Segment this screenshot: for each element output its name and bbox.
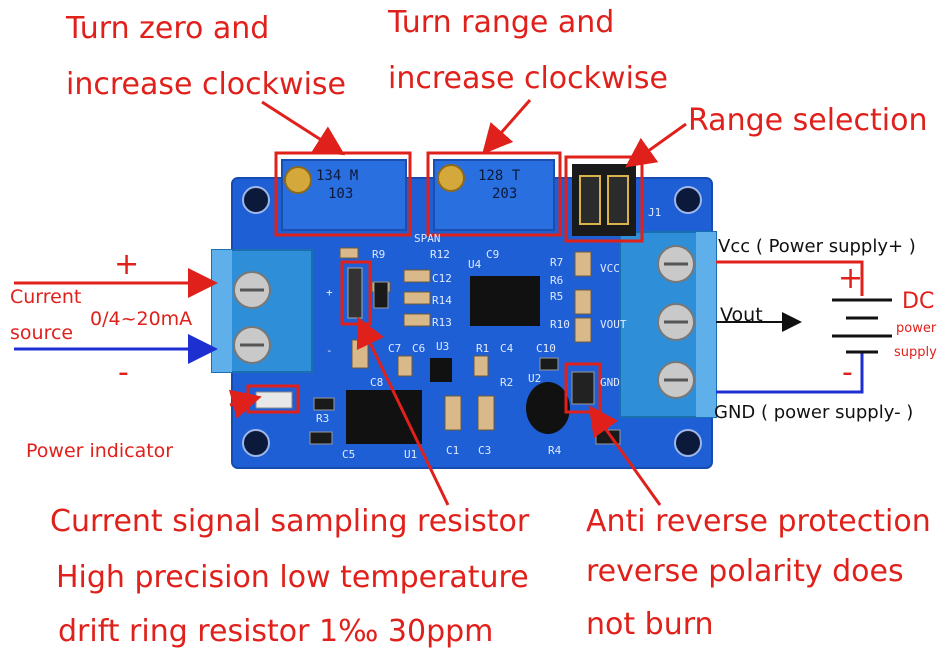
input-terminal-block xyxy=(211,249,313,373)
annotation-arrows xyxy=(228,99,687,506)
silk-r9: R9 xyxy=(372,248,386,261)
span-pot-code-1: 128 T xyxy=(478,168,521,184)
sampling-resistor-label-line1: Current signal sampling resistor xyxy=(50,504,530,539)
power-indicator-label: Power indicator xyxy=(26,440,174,462)
zero-pot-label-line1: Turn zero and xyxy=(66,11,270,46)
silk-c1: C1 xyxy=(446,444,460,457)
battery-symbol xyxy=(832,298,892,354)
vout-label: Vout xyxy=(720,304,763,326)
anti-reverse-label-line2: reverse polarity does xyxy=(586,554,904,589)
silk-r5: R5 xyxy=(550,290,564,303)
output-wires xyxy=(716,260,864,394)
silk-r6: R6 xyxy=(550,274,564,287)
span-pot-code-2: 203 xyxy=(492,186,518,202)
silk-c8: C8 xyxy=(370,376,384,389)
silk-j1: J1 xyxy=(648,206,662,219)
silk-c4: C4 xyxy=(500,342,514,355)
current-range-label: 0/4~20mA xyxy=(90,308,193,330)
anti-reverse-label-line3: not burn xyxy=(586,607,714,642)
silk-gnd: GND xyxy=(600,376,620,389)
span-potentiometer xyxy=(433,159,555,231)
silk-c3: C3 xyxy=(478,444,492,457)
silk-c5: C5 xyxy=(342,448,356,461)
silk-span: SPAN xyxy=(414,232,441,245)
ic-chips xyxy=(346,276,570,444)
highlight-inner-parts xyxy=(255,267,595,409)
silk-c10: C10 xyxy=(536,342,556,355)
span-pot-label-line1: Turn range and xyxy=(388,5,615,40)
input-plus-sign: + xyxy=(114,247,140,282)
sampling-resistor-label-line2: High precision low temperature xyxy=(56,560,529,595)
current-source-label-line1: Current xyxy=(10,286,82,308)
silk-r10: R10 xyxy=(550,318,570,331)
silk-r7: R7 xyxy=(550,256,564,269)
zero-pot-code-1: 134 M xyxy=(316,168,359,184)
silk-u2: U2 xyxy=(528,372,542,385)
silk-c9: C9 xyxy=(486,248,500,261)
silk-r14: R14 xyxy=(432,294,452,307)
silk-r2: R2 xyxy=(500,376,514,389)
vcc-label: Vcc ( Power supply+ ) xyxy=(718,236,916,257)
silk-vcc: VCC xyxy=(600,262,620,275)
span-pot-label-line2: increase clockwise xyxy=(388,61,668,96)
anti-reverse-label-line1: Anti reverse protection xyxy=(586,504,931,539)
range-jumpers xyxy=(572,164,636,236)
silk-u3: U3 xyxy=(436,340,450,353)
silk-minus: - xyxy=(326,344,333,357)
silk-vout: VOUT xyxy=(600,318,627,331)
dc-supply-label: supply xyxy=(894,345,937,360)
sampling-resistor-label-line3: drift ring resistor 1‰ 30ppm xyxy=(58,614,494,649)
silk-r4: R4 xyxy=(548,444,562,457)
silk-r13: R13 xyxy=(432,316,452,329)
smd-components xyxy=(339,247,592,431)
output-terminal-block xyxy=(619,231,717,418)
silk-r1: R1 xyxy=(476,342,490,355)
current-source-label-line2: source xyxy=(10,322,74,344)
silk-u1: U1 xyxy=(404,448,418,461)
gnd-label: GND ( power supply- ) xyxy=(714,402,914,423)
zero-potentiometer xyxy=(281,159,407,231)
silk-r12: R12 xyxy=(430,248,450,261)
silk-c6: C6 xyxy=(412,342,426,355)
range-selection-label: Range selection xyxy=(688,103,928,138)
silk-r3: R3 xyxy=(316,412,330,425)
input-minus-sign: - xyxy=(118,355,129,390)
dc-label: DC xyxy=(902,289,935,314)
dc-power-label: power xyxy=(896,321,937,336)
zero-pot-code-2: 103 xyxy=(328,186,354,202)
silk-u4: U4 xyxy=(468,258,482,271)
battery-plus-sign: + xyxy=(838,261,864,296)
silk-c12: C12 xyxy=(432,272,452,285)
zero-pot-label-line2: increase clockwise xyxy=(66,67,346,102)
silk-c7: C7 xyxy=(388,342,402,355)
input-wires xyxy=(14,268,218,364)
silk-plus: + xyxy=(326,286,333,299)
battery-minus-sign: - xyxy=(842,355,853,390)
